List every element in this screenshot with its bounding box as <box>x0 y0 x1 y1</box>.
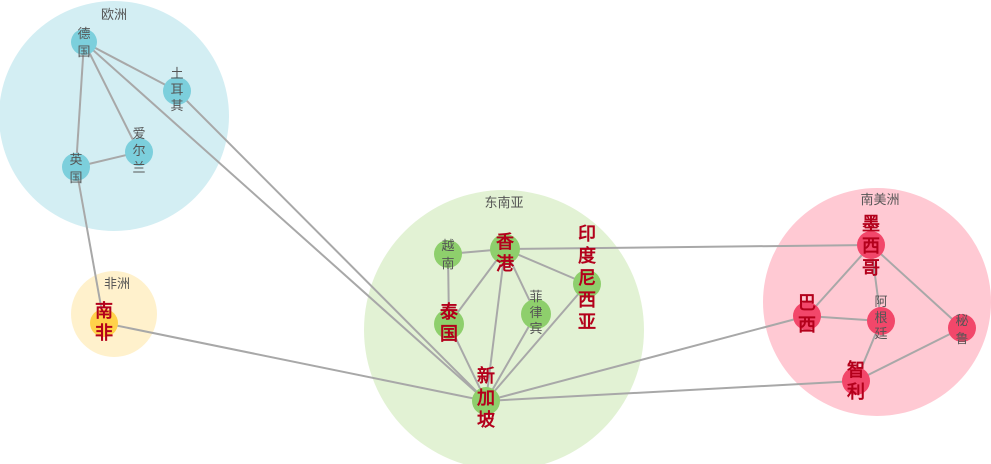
node-thailand-dot[interactable] <box>434 309 464 339</box>
node-argentina-dot[interactable] <box>867 307 895 335</box>
edge-germany-turkey <box>83 41 178 92</box>
node-hongkong-label: 香港 <box>495 232 515 275</box>
node-turkey-label: 土耳其 <box>170 67 183 114</box>
node-brazil-dot[interactable] <box>793 302 821 330</box>
edge-turkey-singapore <box>176 90 487 402</box>
edge-uk-southafrica <box>75 166 105 324</box>
edge-philippines-singapore <box>485 313 537 402</box>
node-brazil[interactable]: 巴西 <box>793 293 821 336</box>
node-germany-dot[interactable] <box>71 29 97 55</box>
edge-mexico-peru <box>870 244 963 329</box>
node-singapore-label: 新加坡 <box>476 365 496 431</box>
edge-singapore-brazil <box>485 315 808 402</box>
node-hongkong-dot[interactable] <box>490 234 520 264</box>
node-singapore[interactable]: 新加坡 <box>472 365 500 431</box>
edge-hongkong-mexico <box>504 244 872 250</box>
edge-germany-singapore <box>83 41 487 402</box>
region-sea-label: 东南亚 <box>484 195 523 211</box>
node-uk-label: 英国 <box>69 153 82 186</box>
node-vietnam-label: 越南 <box>441 239 454 272</box>
region-sa-label: 南美洲 <box>860 192 899 208</box>
node-philippines[interactable]: 菲律宾 <box>521 290 551 337</box>
region-europe-area <box>0 1 229 231</box>
node-germany[interactable]: 德国 <box>71 27 97 60</box>
node-argentina[interactable]: 阿根廷 <box>867 295 895 342</box>
node-indonesia-label: 印度尼西亚 <box>578 224 597 333</box>
node-mexico-label: 墨西哥 <box>862 214 880 279</box>
node-thailand[interactable]: 泰国 <box>434 301 464 345</box>
node-ireland[interactable]: 爱尔兰 <box>125 127 153 176</box>
node-uk-dot[interactable] <box>62 153 90 181</box>
node-mexico-dot[interactable] <box>857 231 885 259</box>
node-vietnam-dot[interactable] <box>434 240 462 268</box>
node-ireland-label: 爱尔兰 <box>132 127 145 176</box>
node-singapore-dot[interactable] <box>472 387 500 415</box>
node-hongkong[interactable]: 香港 <box>490 232 520 275</box>
node-thailand-label: 泰国 <box>439 301 459 345</box>
node-chile-label: 智利 <box>847 359 865 403</box>
edge-mexico-brazil <box>806 244 872 317</box>
node-germany-label: 德国 <box>77 27 90 60</box>
edge-chile-peru <box>855 327 963 382</box>
node-peru[interactable]: 秘鲁 <box>948 314 976 347</box>
edge-germany-ireland <box>83 41 140 153</box>
node-chile-dot[interactable] <box>842 367 870 395</box>
node-uk[interactable]: 英国 <box>62 153 90 186</box>
edge-singapore-chile <box>485 380 857 402</box>
node-indonesia[interactable]: 印度尼西亚 <box>573 224 601 333</box>
node-peru-label: 秘鲁 <box>955 314 968 347</box>
node-argentina-label: 阿根廷 <box>874 295 887 342</box>
node-turkey-dot[interactable] <box>163 77 191 105</box>
node-indonesia-dot[interactable] <box>573 270 601 298</box>
node-philippines-dot[interactable] <box>521 299 551 329</box>
edge-indonesia-singapore <box>485 283 588 402</box>
node-mexico[interactable]: 墨西哥 <box>857 214 885 279</box>
node-chile[interactable]: 智利 <box>842 359 870 403</box>
node-turkey[interactable]: 土耳其 <box>163 67 191 114</box>
region-europe-label: 欧洲 <box>101 8 127 23</box>
edge-hongkong-thailand <box>448 248 506 325</box>
node-ireland-dot[interactable] <box>125 138 153 166</box>
node-southafrica[interactable]: 南非 <box>90 300 118 344</box>
node-philippines-label: 菲律宾 <box>529 290 542 337</box>
edge-southafrica-singapore <box>103 322 487 402</box>
edge-germany-uk <box>75 41 85 168</box>
node-southafrica-label: 南非 <box>95 300 113 344</box>
node-southafrica-dot[interactable] <box>90 309 118 337</box>
region-africa-label: 非洲 <box>104 277 130 292</box>
edge-hongkong-singapore <box>485 248 506 402</box>
node-brazil-label: 巴西 <box>798 293 816 336</box>
node-vietnam[interactable]: 越南 <box>434 239 462 272</box>
node-peru-dot[interactable] <box>948 314 976 342</box>
